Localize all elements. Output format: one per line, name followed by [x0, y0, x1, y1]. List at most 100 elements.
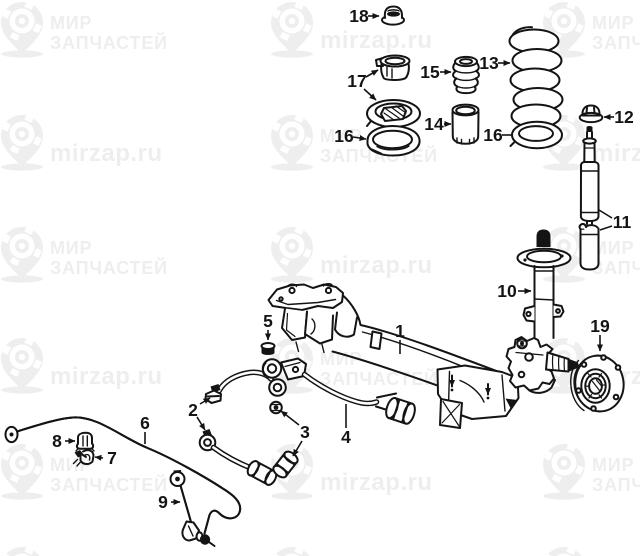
coil-spring: [508, 26, 564, 129]
map-pin-gear-logo-icon: [271, 226, 313, 283]
part-number-label: 7: [107, 448, 117, 468]
diagram-line-art: [4, 5, 625, 547]
part-number-label: 19: [590, 316, 610, 336]
watermark-tile: mirzap.ru: [0, 113, 163, 171]
map-pin-gear-logo-icon: [271, 114, 313, 171]
lock-nut: [269, 400, 283, 415]
stabilizer-end-link: [169, 470, 216, 547]
bump-stop: [452, 55, 480, 95]
map-pin-gear-logo-icon: [1, 443, 43, 500]
part-number-label: 9: [158, 492, 168, 512]
part-number-label: 10: [497, 281, 517, 301]
callout-leader-line: [363, 88, 377, 101]
part-number-callout-19: 19: [590, 316, 610, 352]
part-number-callout-10: 10: [497, 281, 532, 301]
upper-spring-plate: [366, 99, 421, 128]
part-number-callout-12: 12: [603, 107, 634, 127]
part-number-callout-7: 7: [94, 448, 117, 468]
callout-leader-line: [94, 454, 104, 461]
part-number-callout-4: 4: [341, 404, 351, 447]
map-pin-gear-logo-icon: [2, 546, 40, 556]
part-number-label: 15: [420, 62, 440, 82]
callout-leader-line: [598, 209, 613, 219]
callout-leader-line: [292, 440, 303, 457]
part-number-label: 12: [614, 107, 634, 127]
callout-leader-line: [599, 225, 613, 231]
callout-leader-line: [365, 69, 379, 78]
watermark-site-text: mirzap.ru: [320, 252, 433, 279]
part-number-label: 16: [334, 126, 354, 146]
subframe-bushing: [260, 342, 276, 355]
map-pin-gear-logo-icon: [1, 114, 43, 171]
part-number-callout-3: 3: [280, 410, 310, 457]
support-bearing-cup: [375, 54, 411, 81]
map-pin-gear-logo-icon: [1, 337, 43, 394]
watermark-tile: mirzap.ru: [0, 545, 163, 556]
part-number-callout-17: 17: [347, 69, 379, 101]
map-pin-gear-logo-icon: [544, 546, 582, 556]
part-number-label: 18: [349, 6, 369, 26]
wheel-hub: [570, 354, 625, 413]
part-number-callout-16: 16: [334, 126, 367, 146]
part-number-callout-14: 14: [424, 114, 452, 134]
part-number-callout-13: 13: [479, 53, 511, 73]
strut-housing-with-knuckle: [505, 229, 579, 394]
part-number-callout-18: 18: [349, 6, 380, 26]
piston-rod-cap: [578, 104, 604, 124]
part-number-label: 8: [52, 431, 62, 451]
part-number-label: 2: [188, 400, 198, 420]
shock-absorber-insert: [578, 126, 600, 271]
callout-leader-line: [196, 416, 206, 431]
stabilizer-bar-bushing: [75, 431, 95, 452]
dust-cover-tube: [451, 103, 480, 145]
watermark-tile: mirzap.ru: [270, 225, 433, 283]
part-number-label: 14: [424, 114, 444, 134]
upper-spring-pad: [366, 125, 421, 157]
watermark-tile: mirzap.ru: [270, 442, 433, 500]
part-number-callout-5: 5: [263, 311, 273, 341]
part-number-label: 16: [483, 125, 503, 145]
part-number-label: 17: [347, 71, 366, 91]
watermark-site-text: mirzap.ru: [592, 140, 640, 167]
part-number-label: 4: [341, 427, 351, 447]
tension-strut: [198, 429, 278, 486]
part-number-callout-6: 6: [140, 413, 150, 444]
part-number-callout-16: 16: [483, 125, 512, 145]
strut-cap-nut: [381, 5, 405, 26]
part-number-callout-2: 2: [188, 397, 211, 431]
part-number-callout-1: 1: [395, 321, 405, 354]
lower-spring-pad: [509, 120, 563, 150]
callout-leader-line: [199, 397, 211, 405]
watermark-site-text: mirzap.ru: [50, 140, 163, 167]
part-number-label: 13: [479, 53, 499, 73]
map-pin-gear-logo-icon: [1, 226, 43, 283]
part-number-callout-8: 8: [52, 431, 76, 451]
part-number-label: 5: [263, 311, 273, 331]
watermark-tile: mirzap.ru: [270, 0, 433, 58]
watermark-tile: mirzap.ru: [0, 336, 163, 394]
part-number-label: 3: [300, 422, 310, 442]
watermark-site-text: mirzap.ru: [320, 27, 433, 54]
part-number-label: 11: [613, 212, 632, 232]
part-number-callout-11: 11: [598, 209, 632, 232]
part-number-callout-9: 9: [158, 492, 181, 512]
control-arm: [261, 357, 416, 425]
front-axle-subframe: [267, 283, 521, 429]
watermark-site-text: mirzap.ru: [320, 469, 433, 496]
callout-leader-line: [352, 135, 367, 141]
watermark-site-text: mirzap.ru: [50, 363, 163, 390]
